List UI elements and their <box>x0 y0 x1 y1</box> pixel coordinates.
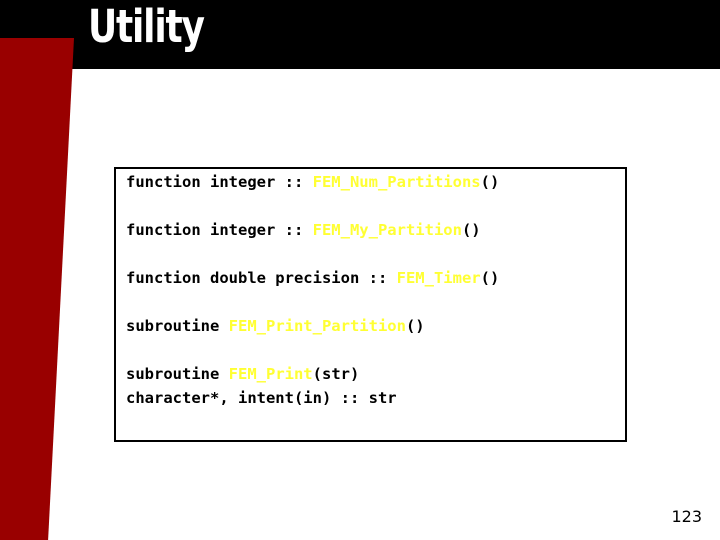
code-listing: function integer :: FEM_Num_Partitions()… <box>126 170 621 410</box>
code-text: () <box>461 221 481 239</box>
routine-name: FEM_Print <box>228 365 313 383</box>
header-band <box>0 0 720 69</box>
code-block: subroutine FEM_Print_Partition() <box>126 314 621 338</box>
code-signature-box: function integer :: FEM_Num_Partitions()… <box>114 167 627 442</box>
code-block: function double precision :: FEM_Timer() <box>126 266 621 290</box>
code-line: character*, intent(in) :: str <box>126 386 621 410</box>
code-block: function integer :: FEM_My_Partition() <box>126 218 621 242</box>
code-text: () <box>480 269 500 287</box>
code-line: function integer :: FEM_My_Partition() <box>126 218 621 242</box>
routine-name: FEM_Timer <box>396 269 481 287</box>
routine-name: FEM_Print_Partition <box>228 317 406 335</box>
routine-name: FEM_Num_Partitions <box>312 173 481 191</box>
code-line: subroutine FEM_Print_Partition() <box>126 314 621 338</box>
code-text: function integer :: <box>126 173 313 191</box>
code-line: subroutine FEM_Print(str) <box>126 362 621 386</box>
code-text: character*, intent(in) :: str <box>126 389 397 407</box>
code-text: (str) <box>312 365 360 383</box>
routine-name: FEM_My_Partition <box>312 221 462 239</box>
code-line: function integer :: FEM_Num_Partitions() <box>126 170 621 194</box>
code-text: subroutine <box>126 365 229 383</box>
code-line: function double precision :: FEM_Timer() <box>126 266 621 290</box>
page-number: 123 <box>671 507 702 526</box>
code-text: function double precision :: <box>126 269 397 287</box>
side-accent-band <box>0 38 74 540</box>
code-text: function integer :: <box>126 221 313 239</box>
code-block: subroutine FEM_Print(str) character*, int… <box>126 362 621 410</box>
code-block: function integer :: FEM_Num_Partitions() <box>126 170 621 194</box>
code-text: () <box>480 173 500 191</box>
code-text: subroutine <box>126 317 229 335</box>
page-title: Utility <box>88 0 205 53</box>
code-text: () <box>405 317 425 335</box>
